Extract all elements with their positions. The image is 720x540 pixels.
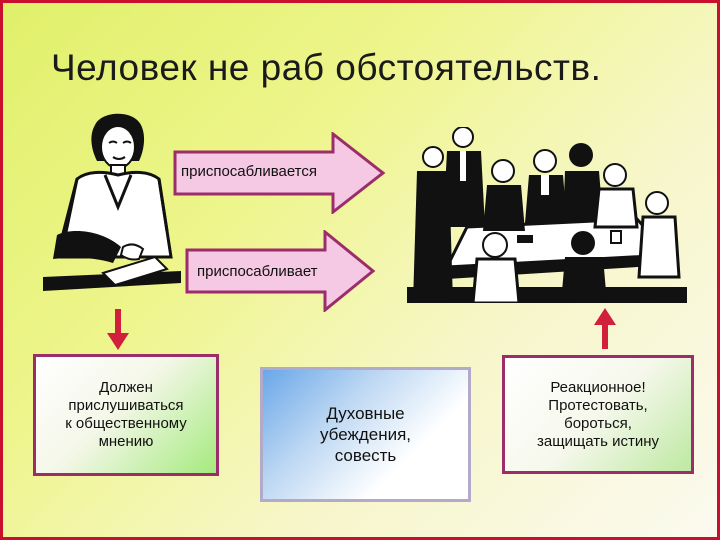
box-listen-public-opinion-text: Должен прислушиваться к общественному мн… <box>65 379 187 450</box>
box-spiritual-beliefs-text: Духовные убеждения, совесть <box>319 404 412 465</box>
box-reactionary: Реакционное! Протестовать, бороться, защ… <box>502 355 694 474</box>
box-listen-public-opinion: Должен прислушиваться к общественному мн… <box>33 354 219 476</box>
up-arrow-icon <box>594 308 616 349</box>
arrow-label-adapts-self: приспосабливается <box>181 163 318 180</box>
down-arrow-icon <box>107 309 129 350</box>
arrow-adapts-self <box>173 132 386 214</box>
business-meeting-icon <box>407 127 687 303</box>
arrow-label-adapts-others: приспосабливает <box>197 263 318 280</box>
slide-title: Человек не раб обстоятельств. <box>51 47 602 88</box>
arrow-adapts-others <box>185 230 376 312</box>
woman-at-desk-icon <box>43 113 181 291</box>
box-reactionary-text: Реакционное! Протестовать, бороться, защ… <box>536 378 660 450</box>
box-spiritual-beliefs: Духовные убеждения, совесть <box>260 367 471 502</box>
